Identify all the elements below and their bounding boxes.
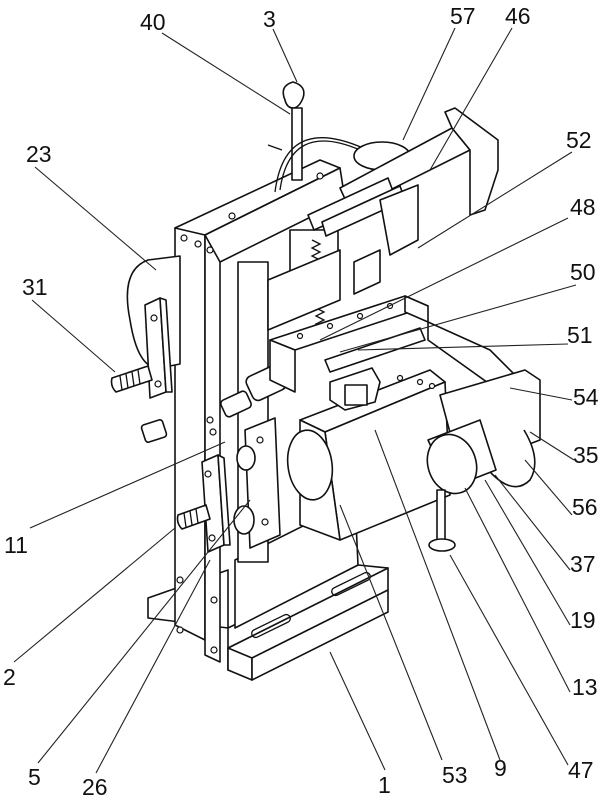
callout-37: 37 <box>570 551 596 577</box>
leader-31 <box>31 299 116 373</box>
callout-52: 52 <box>566 127 592 153</box>
leader-48 <box>319 217 569 341</box>
callout-47: 47 <box>568 757 594 783</box>
leader-5 <box>37 499 251 764</box>
callout-46: 46 <box>505 3 531 29</box>
leader-13 <box>464 487 571 693</box>
leader-57 <box>402 27 456 141</box>
callout-54: 54 <box>573 384 599 410</box>
leader-56 <box>524 459 573 516</box>
leader-11 <box>29 441 226 529</box>
callout-19: 19 <box>570 607 596 633</box>
leader-23 <box>34 166 157 271</box>
leader-lines <box>13 27 577 774</box>
leader-52 <box>417 151 573 249</box>
callout-48: 48 <box>570 194 596 220</box>
callout-9: 9 <box>494 755 507 781</box>
leader-26 <box>95 559 211 774</box>
callout-11: 11 <box>4 532 28 558</box>
leader-37 <box>494 474 571 571</box>
callout-50: 50 <box>570 259 596 285</box>
callout-57: 57 <box>450 3 476 29</box>
leader-3 <box>272 28 298 83</box>
left-clamp-upper <box>110 255 181 443</box>
leader-53 <box>339 504 443 761</box>
callout-26: 26 <box>82 774 108 800</box>
callout-13: 13 <box>572 674 598 700</box>
callout-5: 5 <box>28 764 41 790</box>
leader-19 <box>484 479 571 626</box>
callout-40: 40 <box>140 9 166 35</box>
callout-3: 3 <box>263 6 276 32</box>
leader-46 <box>429 27 513 171</box>
callout-31: 31 <box>22 274 48 300</box>
leader-35 <box>529 431 575 461</box>
callout-23: 23 <box>26 141 52 167</box>
lever-arm <box>307 107 499 295</box>
leader-47 <box>449 554 569 766</box>
callout-labels: 40 3 57 46 52 23 48 50 31 51 54 35 56 11… <box>3 3 599 800</box>
left-clamp-lower <box>176 364 287 553</box>
leader-9 <box>374 429 501 761</box>
adjust-knob <box>267 81 364 193</box>
callout-53: 53 <box>442 762 468 788</box>
leader-2 <box>13 527 176 663</box>
callout-56: 56 <box>572 494 598 520</box>
main-housing <box>286 367 541 552</box>
leader-1 <box>329 651 386 771</box>
callout-35: 35 <box>573 442 599 468</box>
callout-1: 1 <box>378 772 391 798</box>
leader-51 <box>357 343 569 351</box>
callout-51: 51 <box>567 322 593 348</box>
leader-50 <box>339 284 577 353</box>
leader-40 <box>161 32 291 115</box>
leader-54 <box>509 387 573 401</box>
callout-2: 2 <box>3 664 16 690</box>
